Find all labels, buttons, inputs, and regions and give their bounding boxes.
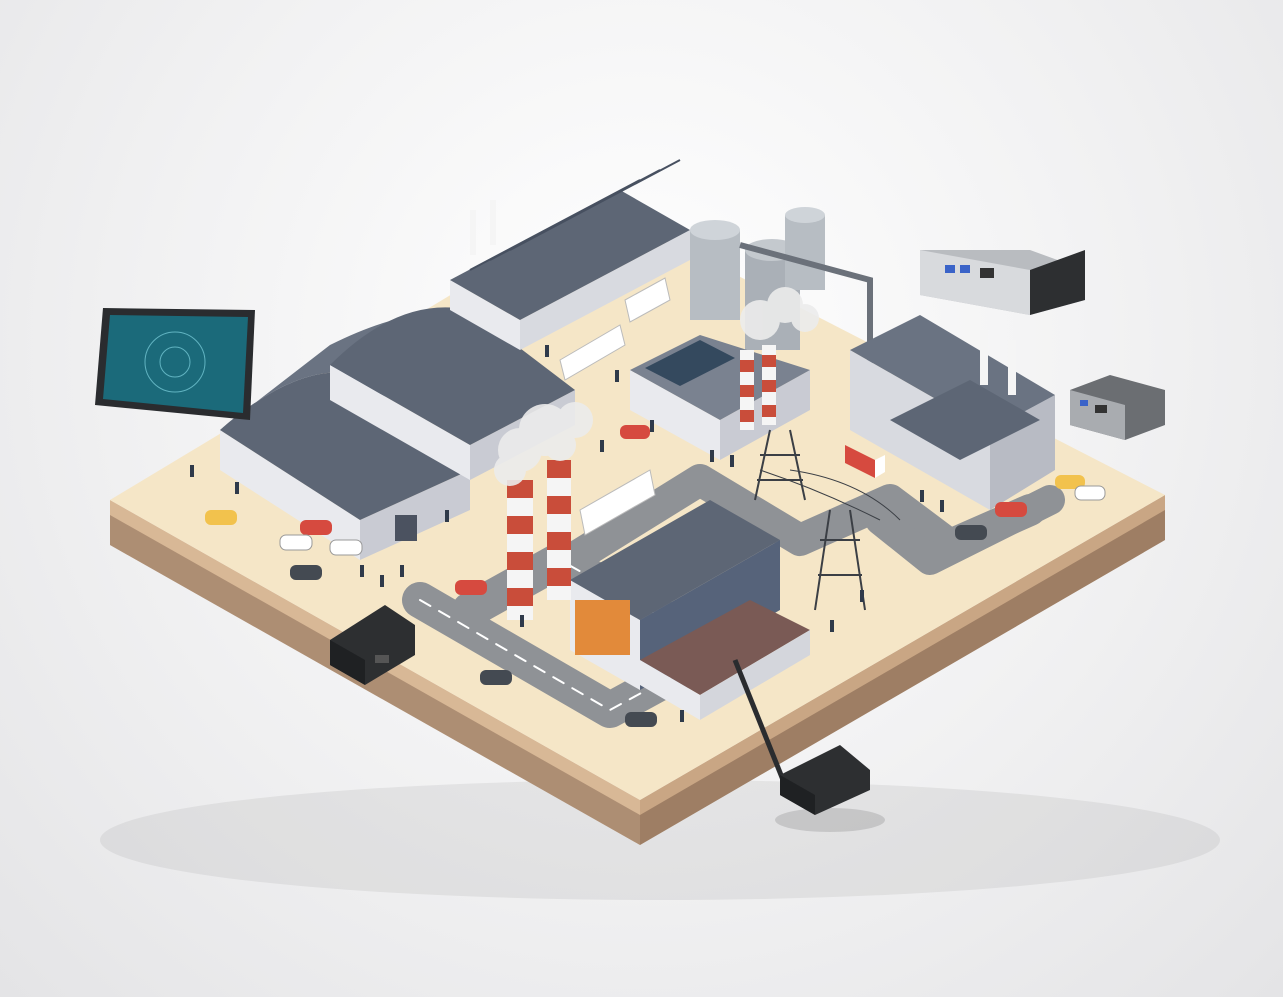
soil-right xyxy=(640,510,1165,845)
car xyxy=(625,712,657,727)
chimney-large-2 xyxy=(547,460,571,600)
car xyxy=(205,510,237,525)
workers xyxy=(190,345,944,722)
wireless-router-icon xyxy=(732,659,885,832)
embedded-box-pc-icon xyxy=(920,250,1085,315)
car xyxy=(1074,485,1106,501)
car xyxy=(455,580,487,595)
car xyxy=(480,670,512,685)
car xyxy=(279,534,313,551)
car xyxy=(300,520,332,535)
chimney-small-2 xyxy=(762,345,776,425)
factory-north xyxy=(450,159,690,350)
factory-main xyxy=(570,500,810,720)
power-pylons xyxy=(754,429,901,611)
fanless-box-pc-icon xyxy=(1070,375,1165,440)
cars xyxy=(205,425,1106,727)
car xyxy=(620,425,650,439)
chimney-large-1 xyxy=(507,480,533,620)
truck-center xyxy=(559,324,626,381)
smoke-clouds xyxy=(494,287,819,486)
road-marking xyxy=(419,559,721,711)
truck-red xyxy=(845,445,885,478)
car xyxy=(955,525,987,540)
touch-panel-pc-icon xyxy=(95,308,255,420)
car xyxy=(290,565,322,580)
car xyxy=(995,502,1027,517)
factory-east xyxy=(850,315,1055,510)
road-east xyxy=(865,485,1065,575)
iot-gateway-icon xyxy=(330,605,415,685)
soil-left xyxy=(110,515,640,845)
truck-road xyxy=(579,469,656,536)
truck-north xyxy=(624,277,671,323)
trucks xyxy=(559,277,885,536)
ground-shadow xyxy=(100,780,1220,900)
chimney-small-1 xyxy=(740,350,754,430)
chimney-stacks xyxy=(507,345,776,620)
car xyxy=(329,539,363,556)
car xyxy=(1055,475,1085,489)
